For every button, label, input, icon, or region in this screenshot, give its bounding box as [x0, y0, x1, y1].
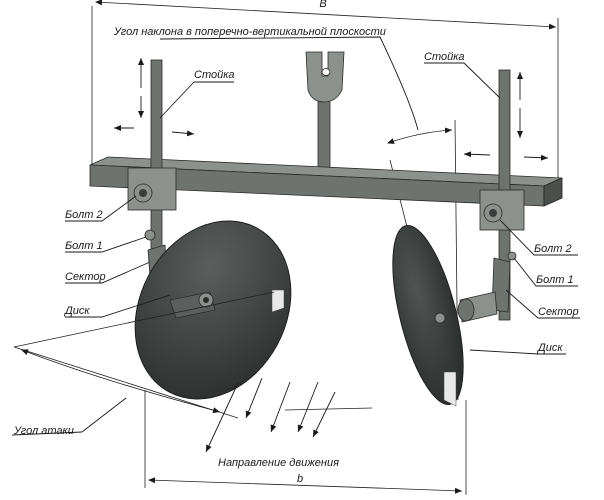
- bolt2-right-label: Болт 2: [534, 243, 572, 255]
- post-right-label: Стойка: [424, 51, 465, 63]
- right-post-assembly: [457, 69, 525, 323]
- left-labels: Стойка Болт 2 Болт 1 Сектор Диск: [63, 69, 235, 318]
- sector-left-label: Сектор: [65, 271, 106, 283]
- right-labels: Стойка Болт 2 Болт 1 Сектор Диск: [424, 51, 580, 355]
- dimension-b: b: [144, 390, 467, 495]
- dimension-B-label: B: [319, 0, 326, 10]
- attack-angle-label: Угол атаки: [13, 425, 74, 437]
- dimension-B: B: [91, 0, 559, 185]
- adjust-arrows: [114, 58, 549, 161]
- tilt-angle-label: Угол наклона в поперечно-вертикальной пл…: [113, 26, 386, 38]
- hitch-bracket: [305, 51, 345, 189]
- post-left-label: Стойка: [194, 69, 235, 81]
- direction-of-motion: Направление движения: [205, 377, 339, 469]
- left-disc: [134, 220, 292, 400]
- dimension-b-label: b: [297, 473, 303, 485]
- bolt1-right-label: Болт 1: [536, 274, 574, 286]
- direction-label: Направление движения: [218, 457, 339, 469]
- bolt1-left-label: Болт 1: [65, 240, 103, 252]
- sector-right-label: Сектор: [538, 306, 579, 318]
- main-beam: [89, 156, 563, 207]
- disc-left-label: Диск: [63, 305, 90, 317]
- disc-right-label: Диск: [536, 342, 563, 354]
- right-disc: [392, 224, 464, 407]
- attack-angle: Угол атаки: [11, 291, 275, 437]
- bolt2-left-label: Болт 2: [65, 209, 103, 221]
